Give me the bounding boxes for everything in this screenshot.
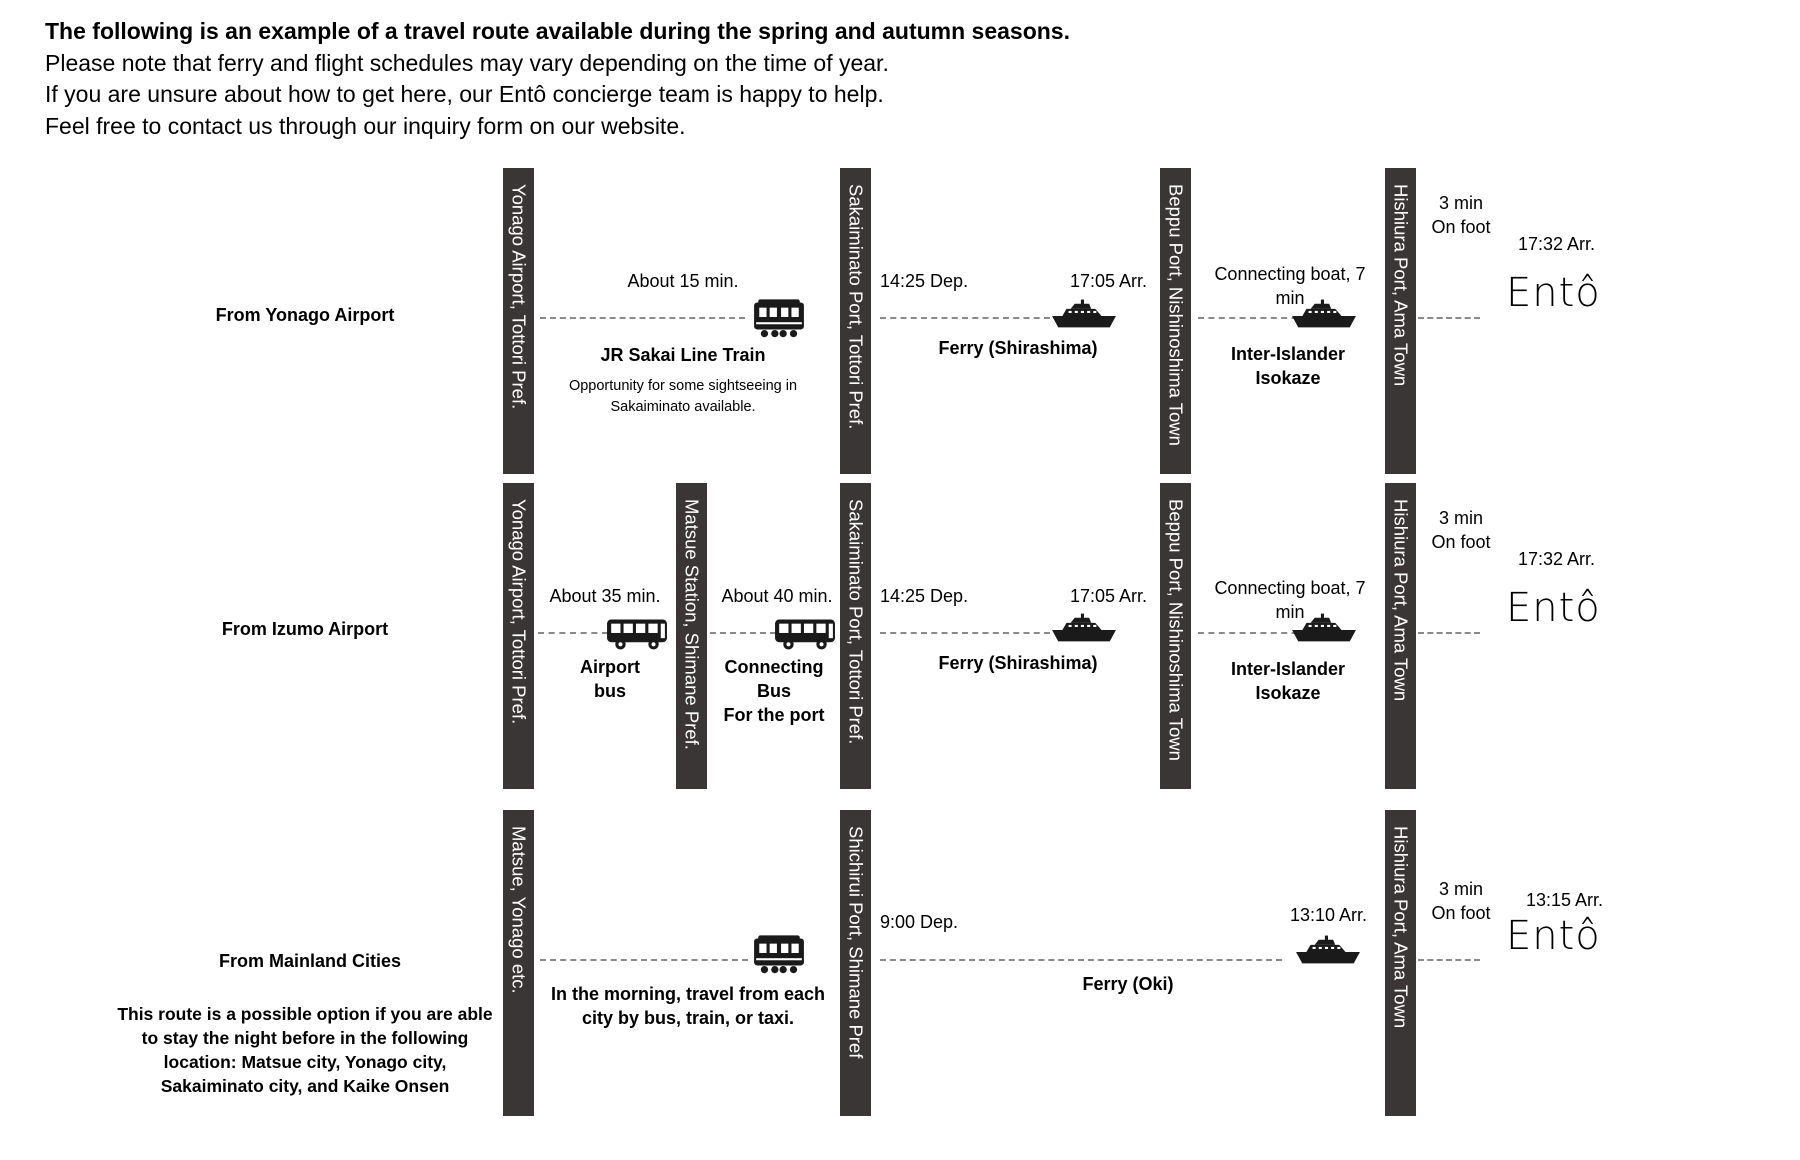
leg-name: For the port — [723, 705, 825, 725]
walk-duration: 3 min — [1438, 193, 1484, 213]
arrival-time: 13:15 Arr. — [1526, 890, 1604, 910]
ship-icon — [1050, 612, 1118, 644]
route-line — [540, 959, 748, 961]
train-icon — [752, 296, 806, 338]
departure-time: 14:25 Dep. — [880, 271, 969, 291]
stop-pillar: Yonago Airport, Tottori Pref. — [503, 168, 534, 474]
route-line — [880, 959, 1282, 961]
intro-line: Please note that ferry and flight schedu… — [45, 49, 889, 76]
stop-pillar: Sakaiminato Port, Tottori Pref. — [840, 168, 871, 474]
walk-mode: On foot — [1431, 217, 1491, 237]
stop-pillar: Sakaiminato Port, Tottori Pref. — [840, 483, 871, 789]
intro-text: The following is an example of a travel … — [45, 16, 1070, 142]
ship-icon — [1294, 934, 1362, 966]
row-title: From Yonago Airport — [215, 305, 395, 325]
leg-duration: About 35 min. — [549, 586, 661, 606]
arrival-time: 17:32 Arr. — [1518, 549, 1596, 569]
leg-name: Connecting — [724, 657, 824, 677]
route-line — [538, 632, 608, 634]
route-line — [1198, 317, 1308, 319]
leg-name: In the morning, travel from each city by… — [550, 984, 826, 1028]
row-title: From Izumo Airport — [221, 619, 389, 639]
bus-icon — [606, 617, 668, 651]
leg-name: Ferry (Shirashima) — [938, 338, 1098, 358]
walk-mode: On foot — [1431, 532, 1491, 552]
destination-logo: Entô — [1506, 270, 1601, 316]
leg-name: Ferry (Oki) — [1082, 974, 1174, 994]
row-title: From Mainland Cities — [218, 951, 402, 971]
route-line — [880, 317, 1050, 319]
departure-time: 9:00 Dep. — [880, 912, 959, 932]
leg-name: Isokaze — [1255, 368, 1321, 388]
leg-name: Bus — [756, 681, 792, 701]
row-note: This route is a possible option if you a… — [117, 1004, 493, 1096]
leg-duration: About 15 min. — [627, 271, 739, 291]
arrival-time: 17:05 Arr. — [1070, 586, 1148, 606]
stop-pillar: Hishiura Port, Ama Town — [1385, 168, 1416, 474]
leg-name: Inter-Islander — [1230, 659, 1346, 679]
leg-name: Ferry (Shirashima) — [938, 653, 1098, 673]
leg-name: Isokaze — [1255, 683, 1321, 703]
stop-pillar: Shichirui Port, Shimane Pref — [840, 810, 871, 1116]
stop-pillar: Hishiura Port, Ama Town — [1385, 810, 1416, 1116]
ship-icon — [1050, 298, 1118, 330]
walk-duration: 3 min — [1438, 508, 1484, 528]
destination-logo: Entô — [1506, 913, 1601, 959]
route-line — [1418, 959, 1480, 961]
stop-pillar: Beppu Port, Nishinoshima Town — [1160, 168, 1191, 474]
route-line — [540, 317, 745, 319]
arrival-time: 13:10 Arr. — [1290, 905, 1368, 925]
intro-line: If you are unsure about how to get here,… — [45, 81, 884, 107]
leg-name: JR Sakai Line Train — [600, 345, 766, 365]
leg-duration: Connecting boat, 7 min — [1214, 578, 1366, 622]
leg-duration: Connecting boat, 7 min — [1214, 264, 1366, 308]
destination-logo: Entô — [1506, 585, 1601, 631]
leg-name: Inter-Islander — [1230, 344, 1346, 364]
leg-note: Opportunity for some sightseeing in Saka… — [568, 378, 798, 415]
leg-name: bus — [593, 681, 627, 701]
route-line — [1418, 317, 1480, 319]
walk-duration: 3 min — [1438, 879, 1484, 899]
route-line — [710, 632, 776, 634]
leg-name: Airport — [580, 657, 640, 677]
intro-heading: The following is an example of a travel … — [45, 18, 1070, 44]
route-line — [1198, 632, 1308, 634]
route-line — [1418, 632, 1480, 634]
train-icon — [752, 932, 806, 974]
stop-pillar: Yonago Airport, Tottori Pref. — [503, 483, 534, 789]
stop-pillar: Hishiura Port, Ama Town — [1385, 483, 1416, 789]
stop-pillar: Matsue, Yonago etc. — [503, 810, 534, 1116]
bus-icon — [774, 617, 836, 651]
intro-line: Feel free to contact us through our inqu… — [45, 112, 686, 139]
walk-mode: On foot — [1431, 903, 1491, 923]
departure-time: 14:25 Dep. — [880, 586, 969, 606]
arrival-time: 17:32 Arr. — [1518, 234, 1596, 254]
stop-pillar: Matsue Station, Shimane Pref. — [676, 483, 707, 789]
leg-duration: About 40 min. — [721, 586, 833, 606]
stop-pillar: Beppu Port, Nishinoshima Town — [1160, 483, 1191, 789]
arrival-time: 17:05 Arr. — [1070, 271, 1148, 291]
route-line — [880, 632, 1050, 634]
